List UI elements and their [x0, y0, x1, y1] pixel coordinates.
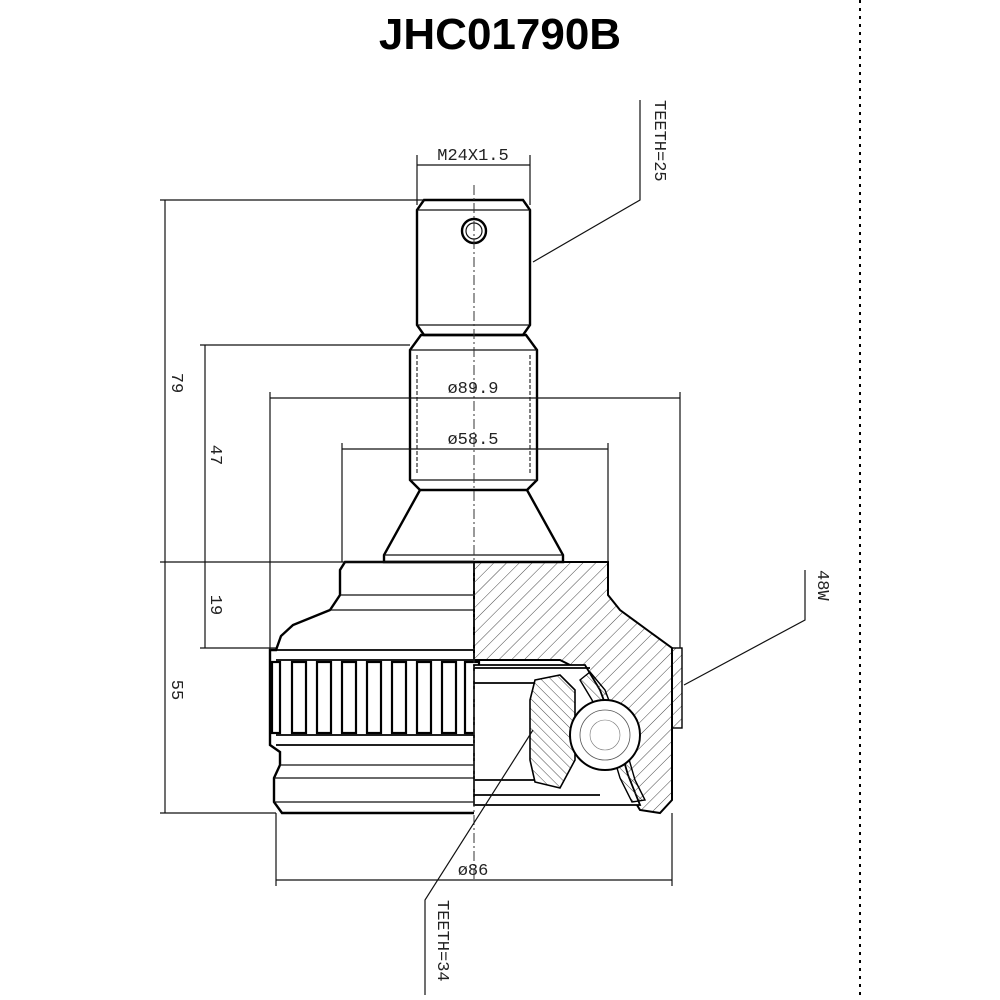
teeth-top-label: TEETH=25	[649, 100, 668, 182]
thread-spec-label: M24X1.5	[437, 147, 508, 166]
tone-ring-slot	[290, 660, 308, 735]
tone-ring-slot	[390, 660, 408, 735]
abs-tone-ring	[270, 660, 481, 735]
dimension-lines	[160, 100, 806, 995]
sectioned-half	[473, 561, 683, 815]
tone-ring-slot	[315, 660, 333, 735]
length-47-label: 47	[205, 445, 224, 465]
tone-ring-slot	[365, 660, 383, 735]
width-48w-label: 48W	[812, 570, 831, 601]
part-number-title: JHC01790B	[378, 10, 622, 59]
base-diameter-label: ø86	[458, 862, 489, 881]
splined-shaft	[408, 333, 539, 492]
bell-housing	[268, 560, 474, 815]
length-55-label: 55	[166, 680, 185, 700]
tone-ring-slot	[415, 660, 433, 735]
teeth-bottom-label: TEETH=34	[432, 900, 451, 982]
tone-ring-slot	[340, 660, 358, 735]
length-79-label: 79	[166, 373, 185, 393]
length-19-label: 19	[205, 595, 224, 615]
neck-diameter-label: ø58.5	[447, 431, 498, 450]
tone-ring-slot	[270, 660, 282, 735]
outer-diameter-label: ø89.9	[447, 380, 498, 399]
tone-ring-slot	[440, 660, 458, 735]
